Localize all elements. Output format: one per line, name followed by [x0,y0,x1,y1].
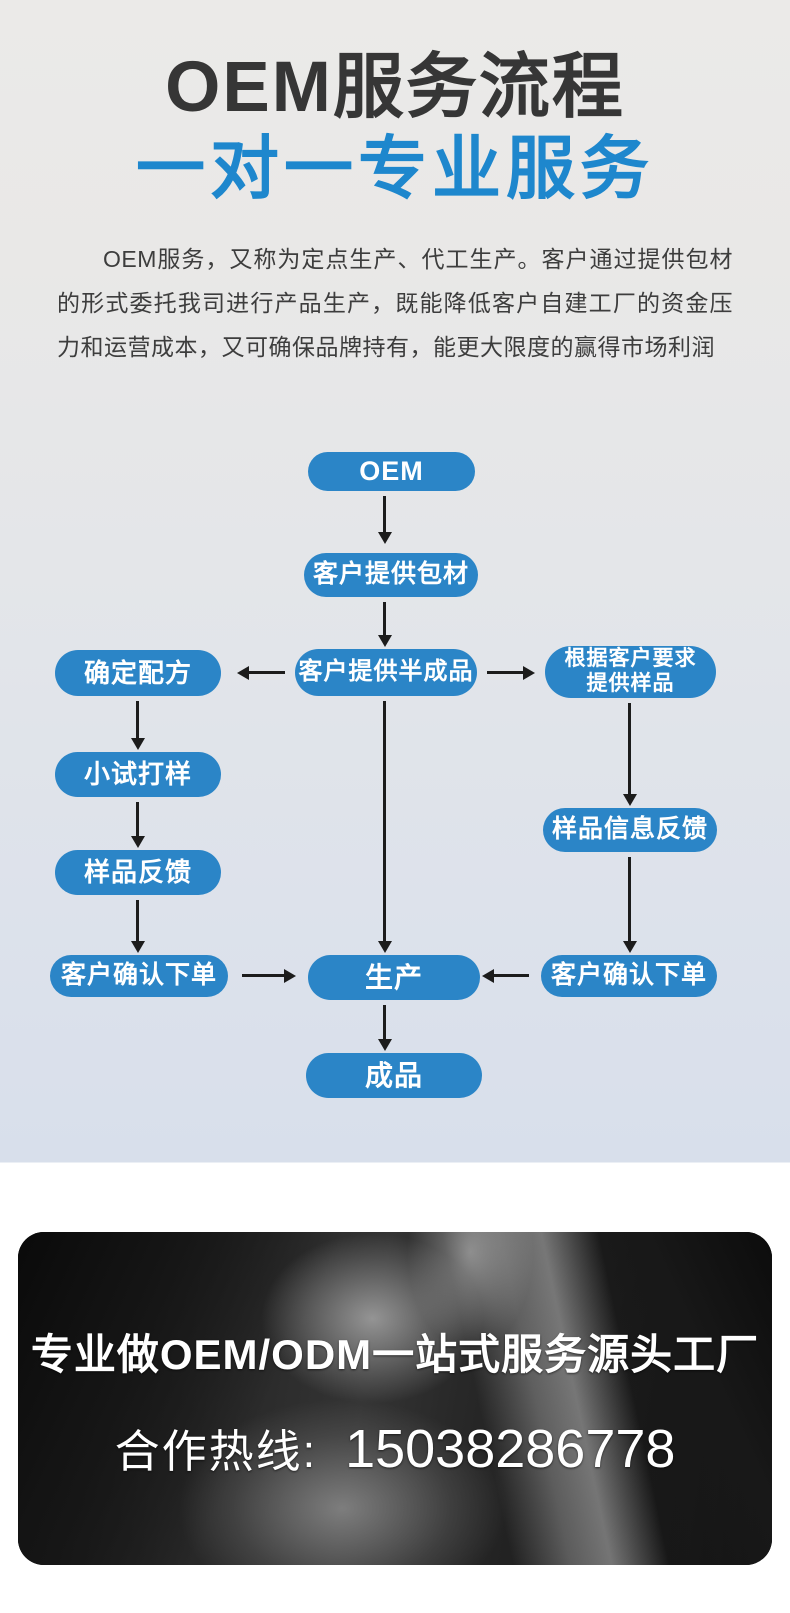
flow-node-sample-request: 根据客户要求 提供样品 [545,646,716,698]
flow-node-production: 生产 [308,955,480,1000]
hotline-label: 合作热线: [114,1426,318,1477]
flow-node-sample-request-line2: 提供样品 [586,672,675,695]
flow-node-formula: 确定配方 [55,650,221,696]
flow-node-order-confirm-left-label: 客户确认下单 [60,961,217,990]
footer-headline: 专业做OEM/ODM一站式服务源头工厂 [30,1331,760,1378]
arrow-oem-to-packaging [383,496,386,532]
flow-node-trial-sample: 小试打样 [55,752,221,797]
flow-node-packaging-label: 客户提供包材 [312,560,469,589]
footer-card: 专业做OEM/ODM一站式服务源头工厂 合作热线: 15038286778 [18,1232,772,1565]
flow-node-sample-feedback: 样品反馈 [55,850,221,895]
arrow-production-to-finished [383,1005,386,1039]
hotline-number: 15038286778 [345,1419,676,1479]
arrow-semi-to-formula [249,671,285,674]
arrow-semi-to-sample-request [487,671,523,674]
flow-node-finished-product: 成品 [306,1053,482,1098]
flow-node-trial-sample-label: 小试打样 [83,759,192,790]
flowchart: OEM 客户提供包材 客户提供半成品 确定配方 根据客户要求 提供样品 小试打样… [0,430,790,1110]
page-title: OEM服务流程 [165,48,625,127]
flow-node-sample-request-line1: 根据客户要求 [564,647,697,671]
handshake-photo [18,1232,772,1565]
arrow-sample-request-to-sample-info [628,703,631,794]
flow-node-order-confirm-right: 客户确认下单 [541,955,717,997]
arrow-trial-to-feedback [136,802,139,836]
arrow-formula-to-trial [136,701,139,738]
arrow-order-right-to-production [494,974,529,977]
flow-node-order-confirm-left: 客户确认下单 [50,955,228,997]
arrow-order-left-to-production [242,974,284,977]
arrow-semi-to-production [383,701,386,941]
flow-node-semi-product: 客户提供半成品 [295,649,477,696]
flow-node-formula-label: 确定配方 [83,657,192,688]
flow-node-packaging: 客户提供包材 [304,553,478,597]
footer-hotline: 合作热线: 15038286778 [18,1415,772,1480]
flow-node-oem: OEM [308,452,475,491]
flow-node-finished-product-label: 成品 [364,1059,423,1091]
arrow-packaging-to-semi [383,602,386,635]
description-paragraph: OEM服务，又称为定点生产、代工生产。客户通过提供包材的形式委托我司进行产品生产… [57,245,733,360]
hero-section: OEM服务流程 一对一专业服务 OEM服务，又称为定点生产、代工生产。客户通过提… [0,0,790,369]
arrow-feedback-to-order-left [136,900,139,941]
page-subtitle: 一对一专业服务 [136,129,654,207]
flow-node-oem-label: OEM [359,455,424,486]
flow-node-sample-feedback-label: 样品反馈 [83,857,192,888]
flow-node-sample-info-feedback-label: 样品信息反馈 [551,815,708,844]
flow-node-order-confirm-right-label: 客户确认下单 [550,961,707,990]
flow-node-production-label: 生产 [364,961,423,993]
flow-node-sample-info-feedback: 样品信息反馈 [543,808,717,852]
flow-node-semi-product-label: 客户提供半成品 [298,658,474,686]
arrow-sample-info-to-order-right [628,857,631,941]
